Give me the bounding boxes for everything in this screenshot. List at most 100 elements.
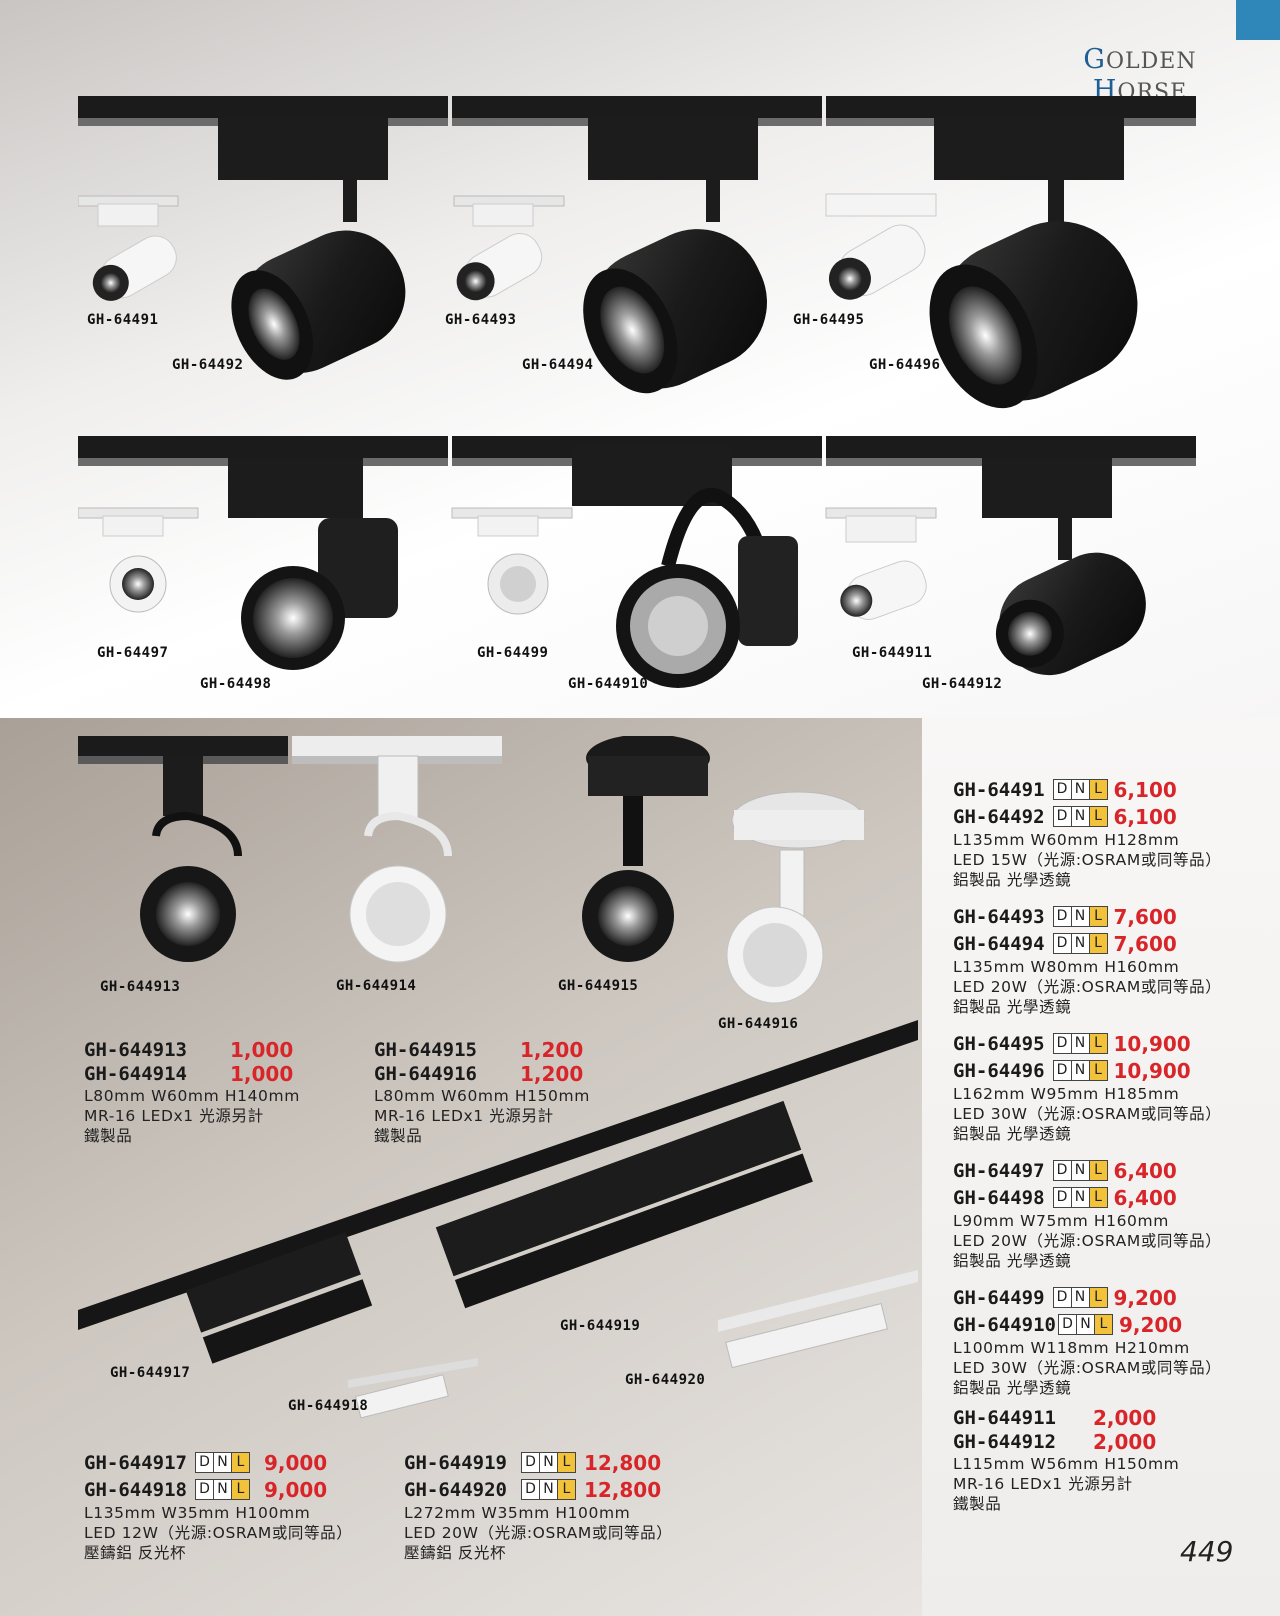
badge-d: D: [194, 1479, 214, 1500]
label-gh-644910: GH-644910: [568, 676, 649, 692]
spec-code: GH-644913: [84, 1039, 187, 1061]
badge-n: N: [539, 1452, 558, 1473]
badge-d: D: [520, 1479, 540, 1500]
spec-material: 壓鑄鋁 反光杯: [84, 1544, 187, 1562]
spec-code: GH-64496: [953, 1059, 1045, 1082]
spec-price: 1,200: [520, 1062, 584, 1086]
badge-l: L: [1089, 906, 1108, 927]
badge-n: N: [1071, 906, 1090, 927]
label-gh-64496: GH-64496: [869, 357, 941, 373]
spec-price: 12,800: [583, 1450, 662, 1475]
spec-dimensions: L135mm W60mm H128mm: [953, 831, 1180, 849]
spec-code: GH-64497: [953, 1159, 1045, 1182]
spec-dimensions: L272mm W35mm H100mm: [404, 1504, 631, 1522]
label-gh-64495: GH-64495: [793, 312, 865, 328]
spec-material: 鋁製品 光學透鏡: [953, 871, 1072, 889]
badge-n: N: [1071, 806, 1090, 827]
spec-price: 6,100: [1113, 804, 1177, 829]
badge-l: L: [1089, 1187, 1108, 1208]
badge-d: D: [1052, 1160, 1072, 1181]
spec-code: GH-64499: [953, 1286, 1045, 1309]
badge-l: L: [231, 1479, 250, 1500]
spec-price: 1,000: [230, 1038, 294, 1062]
label-gh-644918: GH-644918: [288, 1398, 369, 1414]
badge-d: D: [194, 1452, 214, 1473]
spec-price: 2,000: [1093, 1430, 1157, 1454]
badge-d: D: [1052, 1060, 1072, 1081]
product-photo-row-4: [78, 1020, 918, 1419]
spec-price: 1,000: [230, 1062, 294, 1086]
badge-d: D: [1052, 806, 1072, 827]
label-gh-644915: GH-644915: [558, 978, 639, 994]
badge-n: N: [1071, 1287, 1090, 1308]
product-photo-row-2: [78, 436, 1196, 688]
badge-l: L: [1089, 1060, 1108, 1081]
spec-code: GH-644919: [404, 1451, 507, 1474]
badge-l: L: [231, 1452, 250, 1473]
spec-code: GH-64495: [953, 1032, 1045, 1055]
badge-n: N: [213, 1452, 232, 1473]
badge-n: N: [539, 1479, 558, 1500]
badge-d: D: [1052, 1287, 1072, 1308]
spec-dimensions: L135mm W35mm H100mm: [84, 1504, 311, 1522]
badge-n: N: [213, 1479, 232, 1500]
spec-material: 鋁製品 光學透鏡: [953, 998, 1072, 1016]
spec-light-source: LED 20W（光源:OSRAM或同等品）: [953, 1232, 1222, 1250]
badge-l: L: [557, 1479, 576, 1500]
badge-d: D: [1052, 906, 1072, 927]
label-gh-644911: GH-644911: [852, 645, 933, 661]
spec-light-source: LED 12W（光源:OSRAM或同等品）: [84, 1524, 353, 1542]
brand-initial-g: G: [1083, 44, 1106, 75]
badge-n: N: [1071, 1033, 1090, 1054]
badge-d: D: [1052, 1033, 1072, 1054]
spec-code: GH-644918: [84, 1478, 187, 1501]
badge-l: L: [1089, 933, 1108, 954]
spec-price: 6,400: [1113, 1185, 1177, 1210]
badge-d: D: [1057, 1314, 1077, 1335]
spec-material: 鐵製品: [374, 1127, 423, 1145]
spec-price: 6,100: [1113, 777, 1177, 802]
product-photo-row-1: [78, 96, 1196, 409]
spec-dimensions: L135mm W80mm H160mm: [953, 958, 1180, 976]
spec-price: 10,900: [1113, 1031, 1191, 1056]
badge-l: L: [1089, 1160, 1108, 1181]
badge-l: L: [1089, 806, 1108, 827]
label-gh-64493: GH-64493: [445, 312, 517, 328]
spec-price: 9,200: [1113, 1285, 1177, 1310]
spec-light-source: MR-16 LEDx1 光源另計: [84, 1107, 264, 1125]
spec-light-source: LED 20W（光源:OSRAM或同等品）: [953, 978, 1222, 996]
label-gh-64492: GH-64492: [172, 357, 244, 373]
spec-price: 10,900: [1113, 1058, 1191, 1083]
badge-l: L: [1089, 779, 1108, 800]
badge-n: N: [1076, 1314, 1095, 1335]
spec-light-source: MR-16 LEDx1 光源另計: [374, 1107, 554, 1125]
page-number: 449: [1180, 1535, 1234, 1568]
badge-d: D: [1052, 779, 1072, 800]
spec-code: GH-644914: [84, 1063, 187, 1085]
spec-code: GH-644911: [953, 1407, 1056, 1429]
spec-material: 鋁製品 光學透鏡: [953, 1379, 1072, 1397]
label-gh-64494: GH-64494: [522, 357, 594, 373]
badge-l: L: [1089, 1033, 1108, 1054]
spec-material: 鐵製品: [953, 1495, 1002, 1513]
spec-code: GH-644910: [953, 1313, 1056, 1336]
label-gh-644917: GH-644917: [110, 1365, 191, 1381]
badge-l: L: [1094, 1314, 1113, 1335]
spec-code: GH-644920: [404, 1478, 507, 1501]
spec-price: 1,200: [520, 1038, 584, 1062]
corner-tab: [1236, 0, 1280, 40]
